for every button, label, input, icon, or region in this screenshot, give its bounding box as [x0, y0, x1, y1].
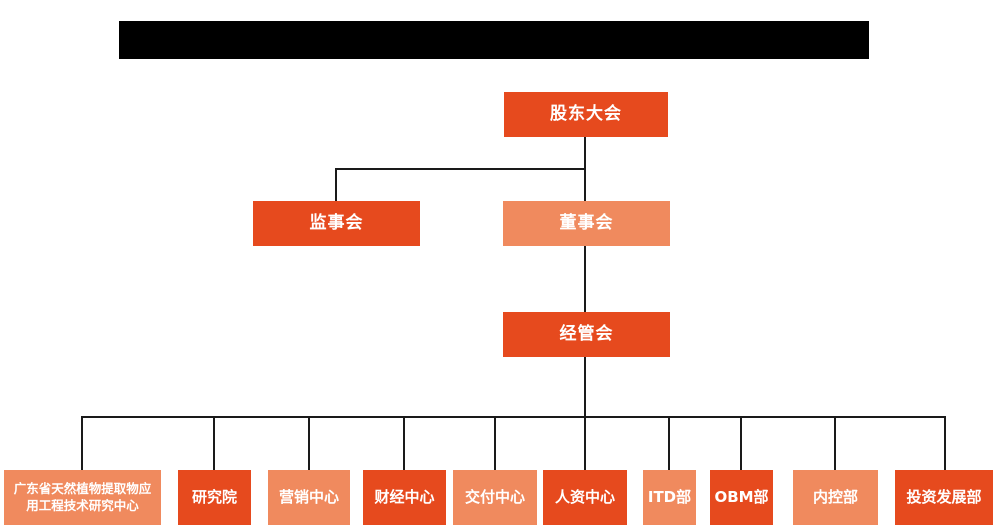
- connector-drop-6: [584, 416, 586, 470]
- org-node-label: 广东省天然植物提取物应用工程技术研究中心: [13, 481, 152, 513]
- org-node-label: ITD部: [647, 487, 692, 506]
- org-node-shareholders-meeting: 股东大会: [504, 92, 668, 137]
- connector-drop-3: [308, 416, 310, 470]
- org-node-supervisory-board: 监事会: [253, 201, 420, 246]
- connector-management-to-bus: [584, 357, 586, 417]
- org-node-label: 财经中心: [374, 487, 435, 506]
- org-node-marketing-center: 营销中心: [268, 470, 350, 525]
- connector-drop-4: [403, 416, 405, 470]
- org-node-management-committee: 经管会: [503, 312, 670, 357]
- org-node-label: 董事会: [559, 213, 614, 234]
- org-node-internal-control-department: 内控部: [793, 470, 878, 525]
- org-node-research-institute: 研究院: [178, 470, 251, 525]
- connector-drop-5: [494, 416, 496, 470]
- org-node-label: 内控部: [812, 487, 858, 506]
- connector-to-supervisory-board: [335, 168, 337, 201]
- connector-drop-10: [944, 416, 946, 470]
- org-node-board-of-directors: 董事会: [503, 201, 670, 246]
- connector-drop-8: [740, 416, 742, 470]
- org-node-label: OBM部: [714, 487, 769, 506]
- org-node-label: 股东大会: [550, 104, 622, 125]
- connector-directors-to-management: [584, 246, 586, 312]
- org-node-label: 交付中心: [464, 487, 525, 506]
- org-node-label: 研究院: [191, 487, 237, 506]
- org-node-label: 经管会: [559, 324, 614, 345]
- org-node-hr-center: 人资中心: [543, 470, 627, 525]
- connector-bus-horizontal: [81, 416, 946, 418]
- org-node-investment-development-department: 投资发展部: [895, 470, 993, 525]
- connector-drop-9: [834, 416, 836, 470]
- connector-drop-1: [81, 416, 83, 470]
- org-node-label: 监事会: [309, 213, 364, 234]
- redacted-title-bar: [119, 21, 869, 59]
- org-node-label: 投资发展部: [906, 487, 982, 506]
- org-node-finance-center: 财经中心: [363, 470, 446, 525]
- connector-drop-2: [213, 416, 215, 470]
- org-node-delivery-center: 交付中心: [453, 470, 537, 525]
- connector-drop-7: [668, 416, 670, 470]
- org-node-itd-department: ITD部: [643, 470, 696, 525]
- org-node-obm-department: OBM部: [710, 470, 773, 525]
- org-node-label: 人资中心: [554, 487, 615, 506]
- connector-branch-horizontal: [335, 168, 586, 170]
- org-node-gd-natural-plant-extract-research-center: 广东省天然植物提取物应用工程技术研究中心: [4, 470, 161, 525]
- org-node-label: 营销中心: [278, 487, 339, 506]
